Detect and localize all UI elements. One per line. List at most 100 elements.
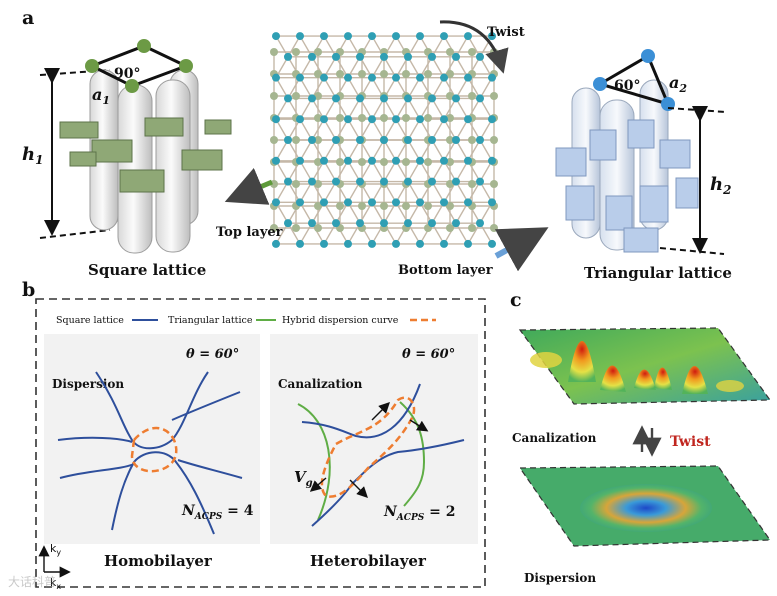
lattice-node <box>380 202 388 210</box>
lattice-node <box>440 73 448 82</box>
group-velocity-arrow <box>349 479 368 498</box>
vg-label: Vg <box>294 468 313 489</box>
lattice-bond <box>335 98 349 120</box>
lattice-node <box>392 73 400 82</box>
node <box>125 79 139 93</box>
lattice-bond <box>419 98 433 120</box>
lattice-bond <box>431 98 445 120</box>
lattice-node <box>428 177 436 186</box>
group-velocity-arrow <box>409 419 429 432</box>
twist-arrow <box>439 20 509 74</box>
lattice-node <box>272 115 280 124</box>
square-resonators <box>59 117 232 193</box>
lattice-bond <box>455 98 469 120</box>
lattice-node <box>476 177 484 186</box>
lattice-node <box>464 198 472 207</box>
lattice-node <box>404 177 412 186</box>
panel-a-label: a <box>22 7 34 29</box>
lattice-node <box>292 48 300 56</box>
group-velocity-arrow <box>371 402 390 421</box>
lattice-bond <box>371 98 385 120</box>
lattice-node <box>446 92 454 100</box>
lattice-bond <box>299 77 313 99</box>
lattice-node <box>356 219 364 228</box>
lattice-node <box>368 73 376 82</box>
lattice-node <box>344 32 352 41</box>
moire-nodes <box>270 32 498 248</box>
hetero-theta: θ = 60° <box>402 347 455 362</box>
lattice-node <box>332 177 340 186</box>
lattice-node <box>292 180 300 188</box>
lattice-node <box>392 32 400 41</box>
lattice-bond <box>479 77 493 99</box>
lattice-node <box>488 239 496 248</box>
lattice-node <box>344 73 352 82</box>
bottom-layer-label: Bottom layer <box>398 263 493 278</box>
dispersion-label: Dispersion <box>524 571 596 585</box>
dispersion-field <box>518 465 772 547</box>
watermark: 大话科普 <box>8 575 56 589</box>
lattice-node <box>272 239 280 248</box>
lattice-node <box>270 224 278 232</box>
lattice-node <box>446 114 454 122</box>
lattice-node <box>272 156 280 165</box>
hetero-nacps: NACPS = 2 <box>383 504 455 523</box>
lattice-node <box>332 219 340 228</box>
panel-a: a h1 <box>22 7 732 282</box>
lattice-node <box>452 177 460 186</box>
lattice-bond <box>359 98 373 120</box>
lattice-node <box>272 198 280 207</box>
h2-bottom-dashed <box>659 247 725 255</box>
lattice-node <box>464 156 472 165</box>
lattice-node <box>308 136 316 144</box>
lattice-node <box>440 115 448 124</box>
lattice-node <box>464 32 472 41</box>
lattice-node <box>424 202 432 210</box>
lattice-node <box>292 92 300 100</box>
lattice-node <box>468 92 476 100</box>
lattice-node <box>272 32 280 41</box>
lattice-node <box>416 239 424 248</box>
lattice-node <box>404 52 412 61</box>
homo-hybrid-contour <box>130 426 178 473</box>
lattice-node <box>332 94 340 103</box>
lattice-node <box>440 32 448 41</box>
lattice-bond <box>479 98 493 120</box>
lattice-bond <box>395 98 409 120</box>
lattice-node <box>284 94 292 103</box>
lattice-node <box>468 224 476 232</box>
lattice-node <box>416 73 424 82</box>
pillar-front-left <box>117 84 153 254</box>
lattice-node <box>488 115 496 124</box>
bottom-layer-arrow <box>494 227 549 272</box>
lattice-node <box>446 70 454 78</box>
panel-b-frame <box>35 298 486 588</box>
lattice-node <box>314 114 322 122</box>
lattice-node <box>446 224 454 232</box>
legend: Square lattice Triangular lattice Hybrid… <box>56 315 436 326</box>
lattice-node <box>392 198 400 207</box>
lattice-node <box>402 114 410 122</box>
node <box>85 59 99 73</box>
lattice-node <box>440 198 448 207</box>
lattice-node <box>314 202 322 210</box>
lattice-node <box>336 202 344 210</box>
lattice-node <box>402 202 410 210</box>
lattice-node <box>358 114 366 122</box>
lattice-node <box>424 70 432 78</box>
homobilayer-plot: θ = 60° Dispersion NACPS = 4 Homobilayer <box>44 334 260 570</box>
lattice-node <box>368 115 376 124</box>
lattice-node <box>380 177 388 186</box>
twist-label-top: Twist <box>487 25 525 40</box>
lattice-node <box>296 156 304 165</box>
lattice-bond <box>431 77 445 99</box>
lattice-node <box>380 114 388 122</box>
lattice-node <box>336 158 344 166</box>
a2-label: a2 <box>669 73 687 95</box>
lattice-node <box>380 158 388 166</box>
lattice-node <box>428 52 436 61</box>
lattice-node <box>332 52 340 61</box>
panel-c-twist-label: Twist <box>670 434 711 450</box>
lattice-node <box>464 239 472 248</box>
